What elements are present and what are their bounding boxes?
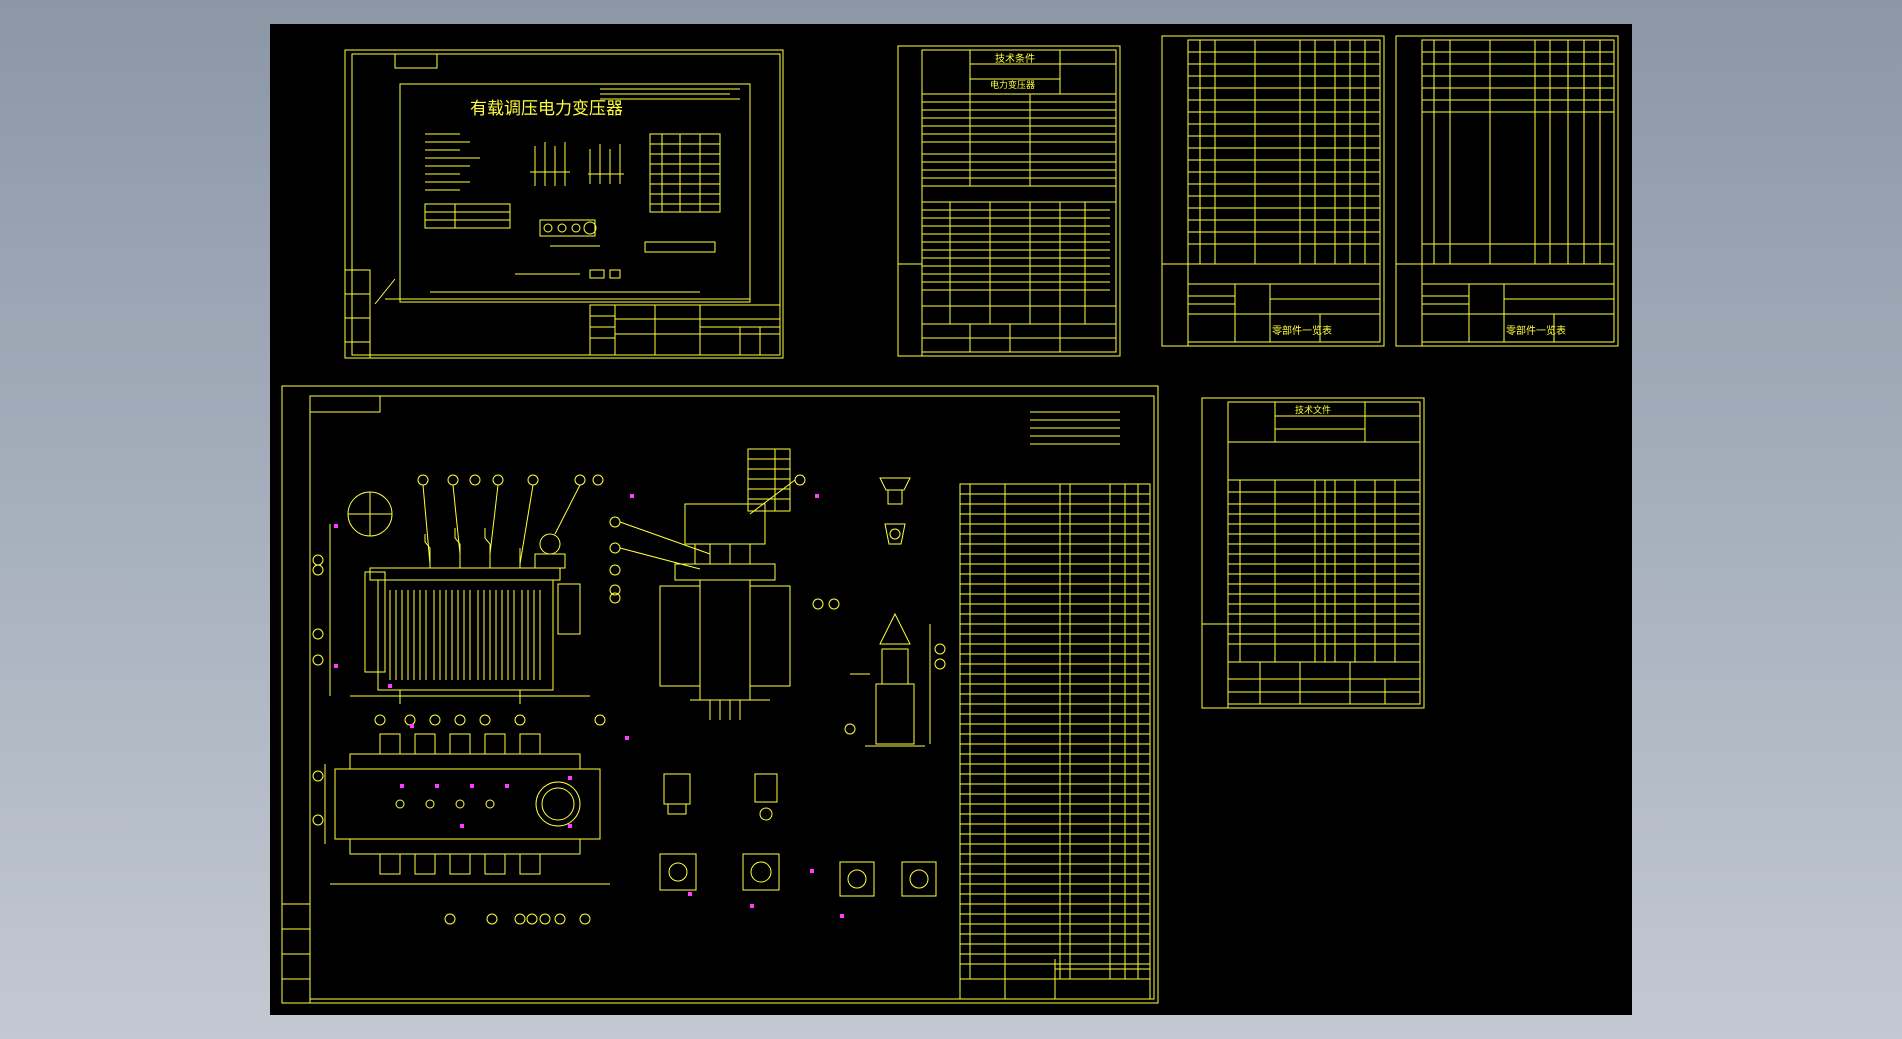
detail-views xyxy=(659,773,937,897)
tech-document-title: 技术文件 xyxy=(1295,404,1331,416)
sheet-assembly[interactable] xyxy=(281,385,1159,1004)
sheet-parts-list-1[interactable]: 零部件一览表 xyxy=(1161,35,1385,347)
dimension-markers xyxy=(334,494,844,918)
sheet-nameplate[interactable]: 有载调压电力变压器 xyxy=(344,49,784,359)
part-balloons xyxy=(312,474,946,925)
assembly-parts-table xyxy=(959,483,1151,1000)
sheet-tech-spec[interactable]: 技术条件 电力变压器 xyxy=(897,45,1121,357)
sheet-parts-list-2[interactable]: 零部件一览表 xyxy=(1395,35,1619,347)
parts-list-2-title: 零部件一览表 xyxy=(1506,324,1566,337)
transformer-front-view xyxy=(329,491,590,704)
cad-drawing-canvas[interactable]: 有载调压电力变压器 xyxy=(270,24,1632,1015)
bushing-detail xyxy=(850,477,931,747)
sheet-tech-document[interactable]: 技术文件 xyxy=(1201,397,1425,709)
tech-requirements xyxy=(747,411,1120,512)
tech-sheet-title: 技术条件 xyxy=(995,52,1035,65)
nameplate-title: 有载调压电力变压器 xyxy=(470,99,623,119)
transformer-side-view xyxy=(659,503,791,720)
tech-sheet-subtitle: 电力变压器 xyxy=(990,79,1035,91)
parts-list-1-title: 零部件一览表 xyxy=(1272,324,1332,337)
transformer-top-view xyxy=(324,733,610,885)
cad-drawing-svg: 有载调压电力变压器 xyxy=(281,35,1619,1004)
